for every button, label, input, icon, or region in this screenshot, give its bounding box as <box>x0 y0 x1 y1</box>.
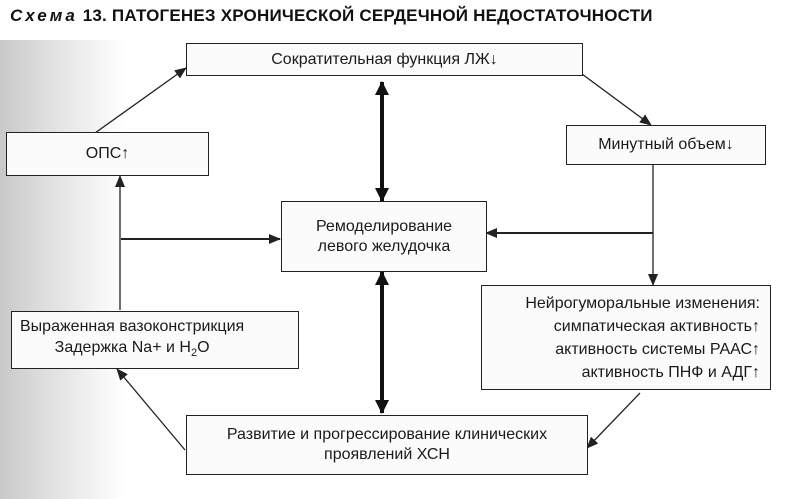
node-neurohumoral: Нейрогуморальные изменения: симпатическа… <box>481 285 771 390</box>
scan-edge-shadow <box>0 40 125 499</box>
node-vasoconstriction-line-1: Выраженная вазоконстрикция <box>20 317 245 335</box>
node-minute-volume: Минутный объем↓ <box>566 125 766 165</box>
node-minute-volume-label: Минутный объем↓ <box>598 136 734 153</box>
node-contractility-label: Сократительная функция ЛЖ↓ <box>271 50 498 68</box>
title-number: 13. <box>82 6 107 25</box>
node-vasoconstriction-line-2-end: O <box>197 338 210 356</box>
node-vasoconstriction-line-2: Задержка Na+ и H2O <box>55 337 210 364</box>
node-neurohumoral-line-3: активность системы РААС↑ <box>555 340 760 358</box>
node-neurohumoral-line-2: симпатическая активность↑ <box>553 317 760 335</box>
arrow-ops-to-contractility <box>87 67 187 139</box>
arrow-contractility-to-minute-volume <box>581 73 652 126</box>
node-ops-label: ОПС↑ <box>85 145 130 162</box>
node-progression-line-2: проявлений ХСН <box>324 446 450 463</box>
arrow-progression-to-vasoconstriction <box>116 368 186 451</box>
node-remodeling: Ремоделирование левого желудочка <box>281 201 487 272</box>
node-vasoconstriction-subscript: 2 <box>190 347 198 360</box>
node-neurohumoral-line-1: Нейрогуморальные изменения: <box>525 294 760 312</box>
node-progression: Развитие и прогрессирование клинических … <box>186 415 588 475</box>
node-vasoconstriction: Выраженная вазоконстрикция Задержка Na+ … <box>11 311 299 369</box>
node-remodeling-line-2: левого желудочка <box>317 237 451 255</box>
diagram-title: Схема 13. ПАТОГЕНЕЗ ХРОНИЧЕСКОЙ СЕРДЕЧНО… <box>10 6 653 26</box>
node-neurohumoral-line-4: активность ПНФ и АДГ↑ <box>581 363 760 381</box>
node-vasoconstriction-line-2-main: Задержка Na+ и H <box>54 338 191 356</box>
node-progression-line-1: Развитие и прогрессирование клинических <box>226 426 548 443</box>
node-contractility: Сократительная функция ЛЖ↓ <box>186 43 583 76</box>
title-label: Схема <box>10 6 78 25</box>
node-remodeling-line-1: Ремоделирование <box>315 217 453 235</box>
arrow-neurohumoral-to-progression <box>586 392 641 449</box>
title-text: ПАТОГЕНЕЗ ХРОНИЧЕСКОЙ СЕРДЕЧНОЙ НЕДОСТАТ… <box>111 6 653 25</box>
node-ops: ОПС↑ <box>6 132 209 176</box>
